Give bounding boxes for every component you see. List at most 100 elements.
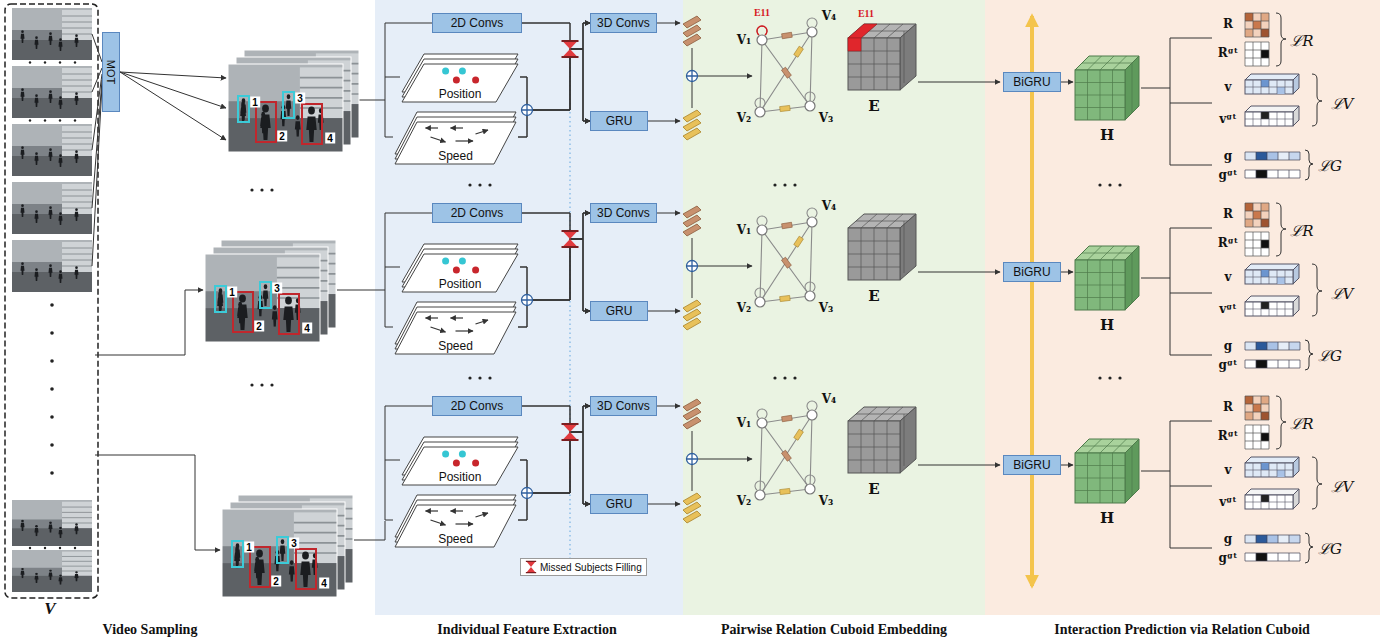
node-label: Position [439, 87, 482, 101]
relation-row [385, 203, 1322, 370]
conv2d-box: 2D Convs [432, 396, 522, 416]
vertex-label: V₄ [822, 199, 837, 213]
video-dashed-frame [5, 4, 98, 598]
tensor-symbol: E [868, 287, 879, 305]
tensor-symbol: E [868, 480, 879, 498]
connector [522, 406, 590, 504]
track-id: 4 [325, 133, 335, 144]
speed-arrow [456, 523, 474, 524]
position-dot [472, 267, 479, 274]
feature-panel [375, 0, 683, 615]
target-symbol: Rᵍᵗ [1218, 236, 1238, 250]
track-id: 3 [272, 283, 282, 294]
track-id: 2 [271, 576, 281, 587]
track-id: 4 [319, 578, 329, 589]
output-symbol: R [1223, 207, 1233, 221]
embedding-panel [683, 0, 985, 615]
vertex-label: V₁ [737, 416, 752, 430]
conv2d-box: 2D Convs [432, 13, 522, 33]
connector [518, 239, 590, 327]
node-label: GRU [606, 497, 633, 511]
hourglass-cap [526, 561, 536, 572]
position-dot [453, 77, 460, 84]
connector [518, 213, 590, 327]
legend-hourglass [525, 560, 537, 574]
speed-arrow [426, 127, 439, 128]
position-map: Position [400, 240, 520, 294]
speed-map: Speed [393, 298, 518, 356]
speed-arrow [451, 317, 464, 318]
node-label: 2D Convs [451, 206, 504, 220]
loss-symbol: ℒV [1331, 93, 1354, 113]
connector [518, 432, 590, 520]
vertex-label: V₁ [737, 223, 752, 237]
bigru-box: BiGRU [1003, 72, 1061, 92]
plane-layer [395, 312, 516, 354]
speed-arrow [431, 520, 446, 525]
node-label: Speed [438, 149, 473, 163]
connector [518, 406, 590, 520]
conv3d-box: 3D Convs [590, 13, 657, 33]
vertex-label: V₃ [819, 111, 834, 125]
gru-box: GRU [590, 111, 648, 131]
speed-arrow [426, 317, 439, 318]
target-symbol: vᵍᵗ [1219, 302, 1236, 316]
tracked-frames [222, 495, 353, 597]
connector [522, 213, 590, 311]
section-title: Video Sampling [103, 622, 198, 638]
loss-symbol: ℒG [1318, 155, 1342, 175]
section-title: Pairwise Relation Cuboid Embedding [721, 622, 947, 638]
plane-layer [395, 505, 516, 547]
video-symbol: V [44, 599, 55, 619]
output-symbol: v [1225, 270, 1232, 284]
gru-box: GRU [590, 494, 648, 514]
cuboid-cell-highlight [848, 24, 877, 38]
temporal-arrow [1030, 16, 1034, 586]
concat-symbol [522, 488, 533, 499]
track-id: 4 [302, 323, 312, 334]
position-dot [459, 68, 466, 75]
speed-arrow [476, 320, 489, 324]
legend-item: Missed Subjects Filling [520, 558, 647, 576]
hourglass-half [527, 567, 536, 572]
loss-symbol: ℒV [1331, 476, 1354, 496]
plane-layer [402, 447, 518, 485]
vertex-label: V₂ [737, 111, 752, 125]
connector [518, 49, 590, 137]
conv2d-box: 2D Convs [432, 203, 522, 223]
speed-arrow [476, 513, 489, 517]
vertex-label: V₂ [737, 301, 752, 315]
track-id: 3 [289, 538, 299, 549]
position-dot [442, 68, 449, 75]
position-map: Position [400, 433, 520, 487]
node-label: BiGRU [1013, 75, 1050, 89]
track-id: 1 [250, 97, 260, 108]
gru-box: GRU [590, 301, 648, 321]
loss-symbol: ℒR [1290, 413, 1313, 433]
node-label: 3D Convs [597, 206, 650, 220]
connector [520, 23, 590, 110]
target-symbol: gᵍᵗ [1219, 551, 1238, 565]
connector [520, 406, 590, 493]
target-symbol: vᵍᵗ [1219, 495, 1236, 509]
connector [518, 23, 590, 137]
connector [522, 23, 590, 49]
track-id: 1 [227, 287, 237, 298]
node-label: GRU [606, 304, 633, 318]
track-id: 1 [244, 542, 254, 553]
tensor-symbol: H [1100, 509, 1114, 527]
speed-arrow [431, 327, 446, 332]
tracked-frames [228, 50, 359, 152]
speed-arrow [476, 130, 489, 134]
section-title: Interaction Prediction via Relation Cubo… [1054, 622, 1310, 638]
position-map: Position [400, 50, 520, 104]
output-symbol: R [1223, 17, 1233, 31]
vertex-label: V₄ [822, 9, 837, 23]
speed-arrow [451, 510, 464, 511]
node-label: 2D Convs [451, 399, 504, 413]
missed-filling-symbol [562, 424, 579, 440]
sampling-wires [92, 34, 385, 550]
node-label: Position [439, 277, 482, 291]
